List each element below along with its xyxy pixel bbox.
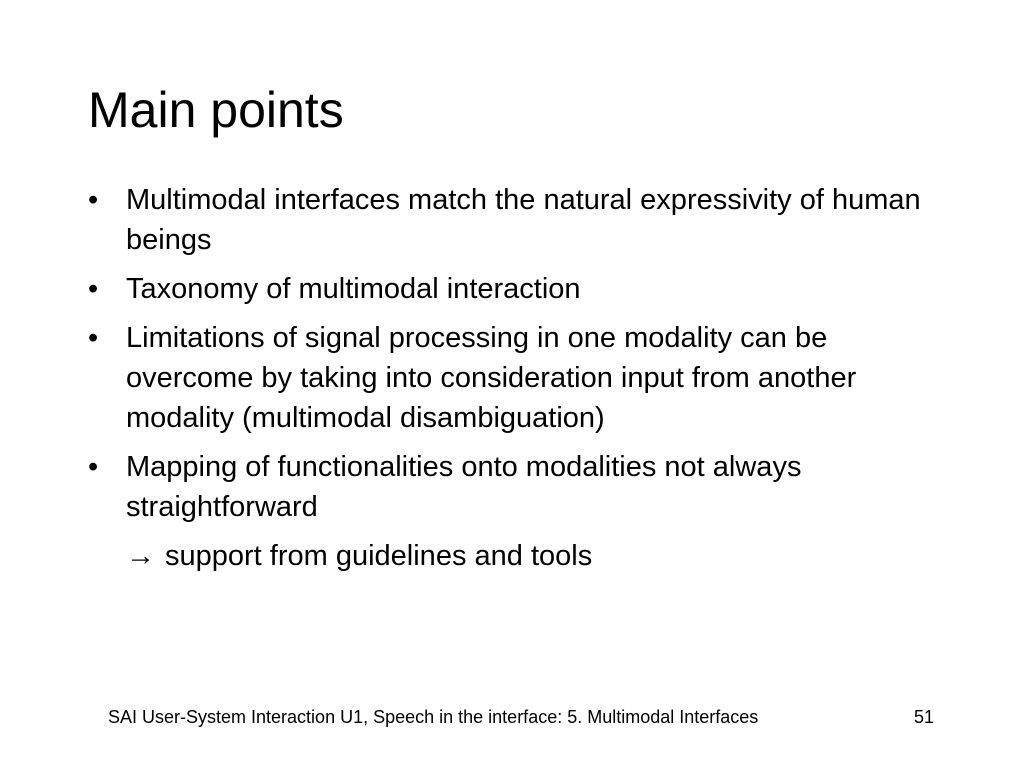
bullet-item: • Limitations of signal processing in on… [88,318,948,438]
arrow-right-icon: → [126,540,155,572]
bullet-item: • Multimodal interfaces match the natura… [88,180,948,260]
bullet-dot-icon: • [88,451,99,483]
bullet-text: Mapping of functionalities onto modaliti… [126,451,802,523]
bullet-dot-icon: • [88,184,99,216]
bullet-text: Limitations of signal processing in one … [126,322,857,434]
sub-line: → support from guidelines and tools [88,536,948,576]
bullet-dot-icon: • [88,322,99,354]
bullet-item: • Taxonomy of multimodal interaction [88,269,948,309]
bullet-text: Taxonomy of multimodal interaction [126,273,581,305]
bullet-item: • Mapping of functionalities onto modali… [88,447,948,527]
bullet-dot-icon: • [88,273,99,305]
bullet-text: Multimodal interfaces match the natural … [126,184,921,256]
sub-line-text: support from guidelines and tools [165,540,593,572]
footer-text: SAI User-System Interaction U1, Speech i… [108,707,759,727]
page-number: 51 [914,707,935,727]
slide-title: Main points [88,82,344,138]
bullet-list: • Multimodal interfaces match the natura… [88,180,948,576]
